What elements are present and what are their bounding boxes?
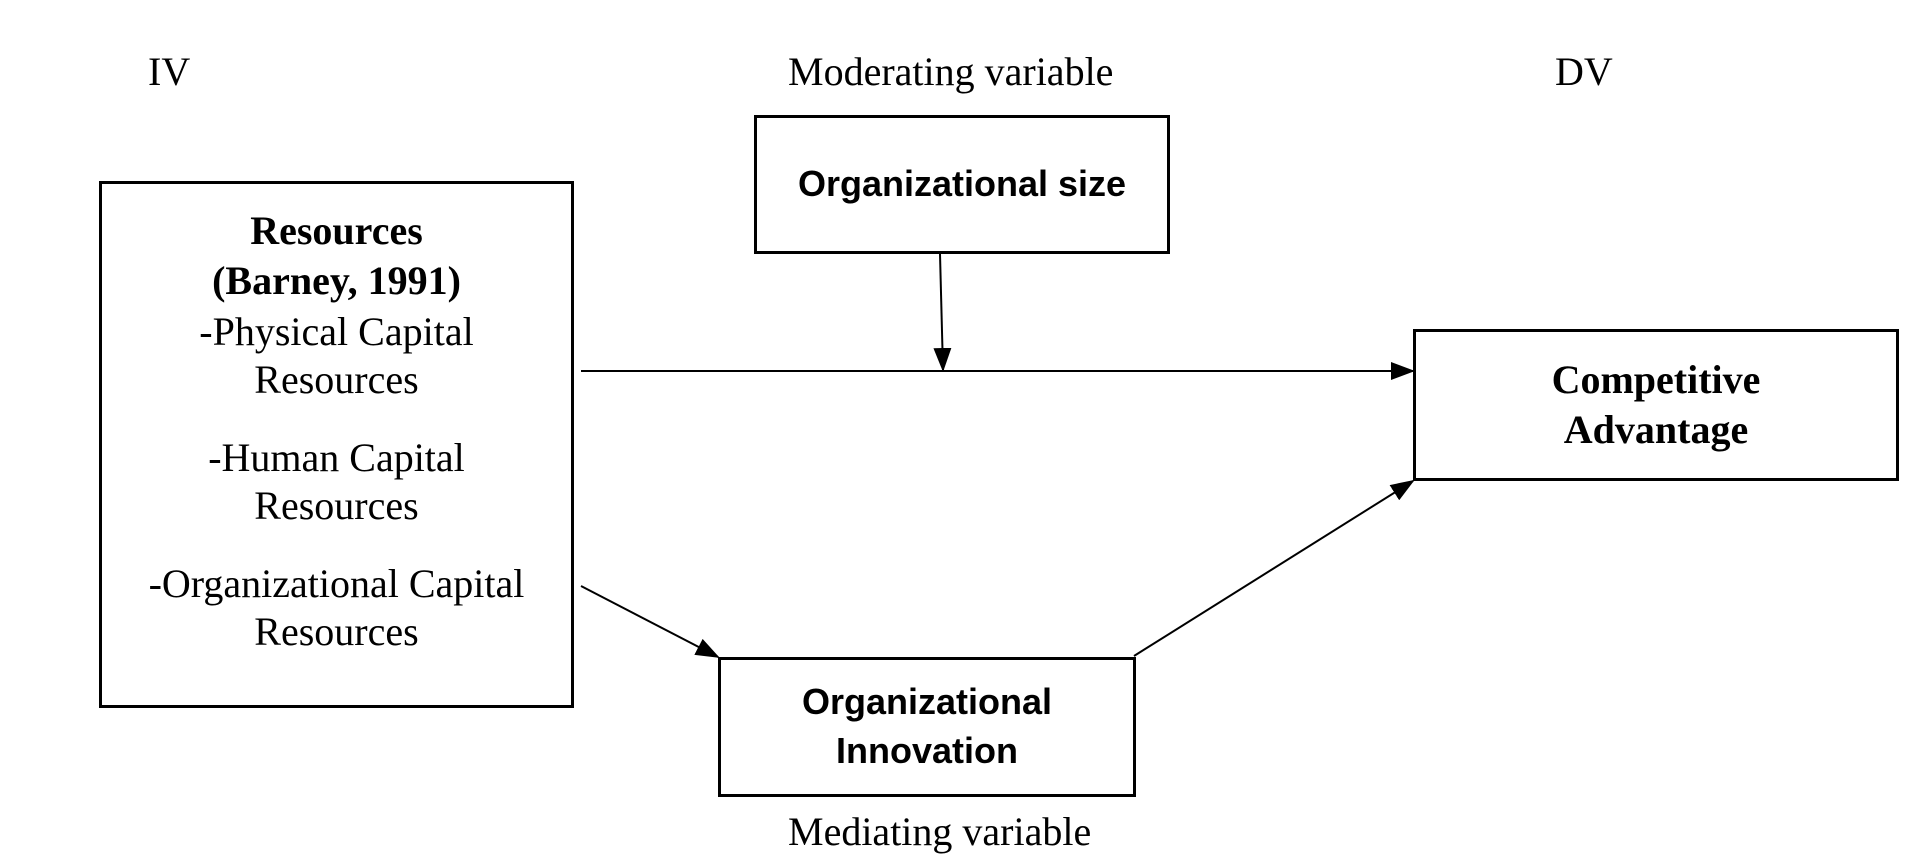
organizational-innovation-box: Organizational Innovation [718, 657, 1136, 797]
resources-item-physical: -Physical Capital Resources [199, 308, 473, 404]
resources-item-physical-line1: -Physical Capital [199, 309, 474, 354]
resources-item-human: -Human Capital Resources [208, 434, 465, 530]
arrow-resources-to-innovation [580, 585, 720, 658]
competitive-advantage-line1: Competitive [1551, 357, 1761, 402]
iv-label: IV [148, 49, 191, 94]
mediating-variable-label: Mediating variable [788, 809, 1092, 854]
resources-box: Resources (Barney, 1991) -Physical Capit… [99, 181, 574, 708]
dv-label: DV [1555, 49, 1613, 94]
resources-citation: (Barney, 1991) [212, 258, 461, 303]
organizational-size-label: Organizational size [797, 163, 1127, 205]
resources-item-human-line2: Resources [254, 483, 419, 528]
resources-item-human-line1: -Human Capital [208, 435, 465, 480]
moderating-variable-label: Moderating variable [788, 49, 1114, 94]
competitive-advantage-line2: Advantage [1563, 407, 1749, 452]
resources-item-organizational-line2: Resources [254, 609, 419, 654]
organizational-innovation-line2: Innovation [836, 730, 1018, 771]
resources-item-organizational: -Organizational Capital Resources [149, 560, 525, 656]
arrow-innovation-to-competitive [1133, 479, 1415, 657]
resources-title: Resources [250, 208, 423, 253]
resources-item-organizational-line1: -Organizational Capital [148, 561, 525, 606]
competitive-advantage-box: Competitive Advantage [1413, 329, 1899, 481]
arrow-size-moderates-path [933, 253, 952, 372]
organizational-size-box: Organizational size [754, 115, 1170, 254]
organizational-innovation-line1: Organizational [801, 681, 1053, 723]
resources-item-physical-line2: Resources [254, 357, 419, 402]
